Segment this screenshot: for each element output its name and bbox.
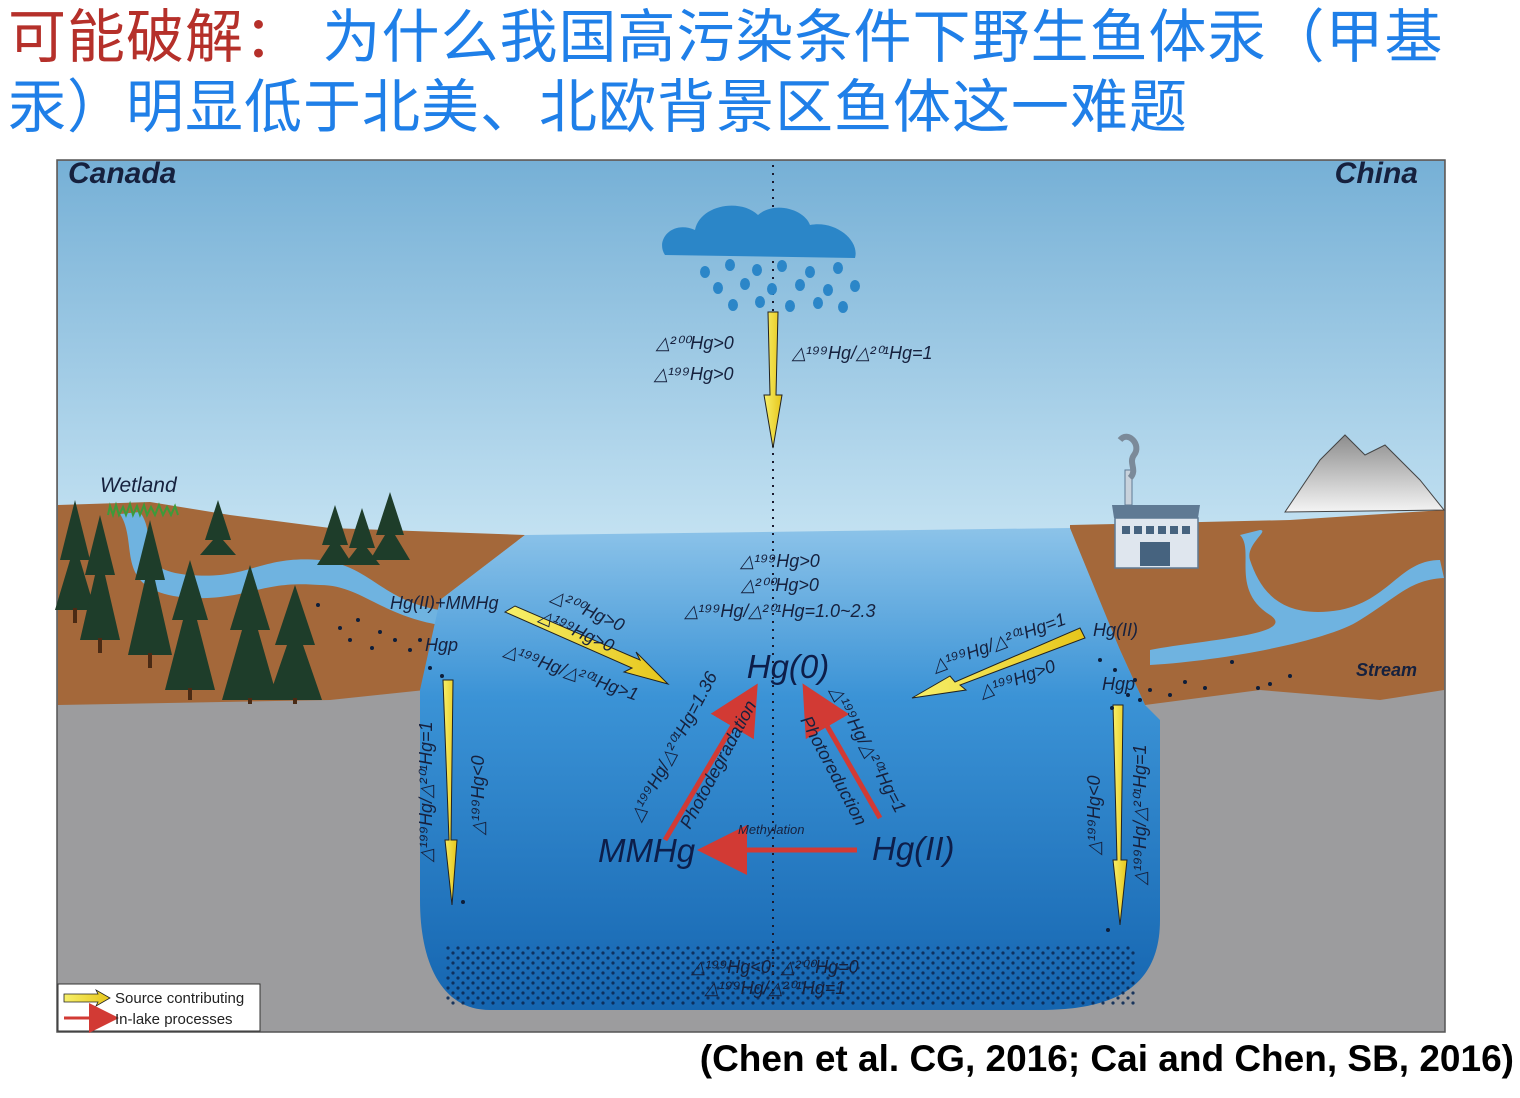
species-hg0: Hg(0) (747, 648, 830, 685)
atm-ratio-label: △¹⁹⁹Hg/△²⁰¹Hg=1 (791, 343, 933, 363)
wetland-grass (107, 500, 179, 519)
right-input-arrow (911, 627, 1086, 699)
legend-source-label: Source contributing (115, 990, 244, 1007)
right-settling-arrow (1112, 704, 1128, 926)
legend: Source contributing In-lake processes (57, 983, 261, 1033)
wetland-label: Wetland (100, 474, 178, 497)
species-mmhg: MMHg (598, 832, 696, 869)
left-particulate-label: Hgp (425, 635, 458, 655)
sediment-line2: △¹⁹⁹Hg/△²⁰¹Hg=1 (704, 978, 846, 998)
left-particulate-ratio-label: △¹⁹⁹Hg/△²⁰¹Hg=1 (416, 721, 436, 863)
water-ratio-label: △¹⁹⁹Hg/△²⁰¹Hg=1.0~2.3 (683, 601, 875, 621)
region-label-china: China (1335, 157, 1418, 190)
title-separator: ： (244, 3, 304, 71)
photoreduction-arrow (802, 683, 883, 820)
left-input-source-label: Hg(II)+MMHg (390, 593, 499, 613)
mountain (1284, 434, 1446, 513)
right-particulate-label: Hgp (1102, 674, 1135, 694)
stream-label: Stream (1356, 660, 1417, 680)
title-question: 为什么我国高污染条件下野生鱼体汞（甲基汞）明显低于北美、北欧背景区鱼体这一难题 (8, 3, 1444, 141)
slide-title: 可能破解： 为什么我国高污染条件下野生鱼体汞（甲基汞）明显低于北美、北欧背景区鱼… (8, 2, 1518, 142)
citation: (Chen et al. CG, 2016; Cai and Chen, SB,… (699, 1038, 1514, 1079)
rain-cloud-icon (662, 205, 860, 313)
water-d200-label: △²⁰⁰Hg>0 (740, 575, 819, 595)
right-particulate-ratio-label: △¹⁹⁹Hg/△²⁰¹Hg=1 (1130, 744, 1150, 886)
title-lead: 可能破解 (8, 3, 245, 71)
species-hg2: Hg(II) (872, 830, 955, 867)
sediment-layer (445, 946, 1135, 1006)
right-particulate-d199-label: △¹⁹⁹Hg<0 (1084, 776, 1104, 856)
atmospheric-deposition-arrow (763, 311, 783, 449)
legend-inlake-label: In-lake processes (115, 1011, 233, 1028)
water-d199-label: △¹⁹⁹Hg>0 (739, 551, 819, 571)
methylation-label: Methylation (738, 822, 804, 837)
forest (55, 492, 410, 704)
particle-dots (316, 603, 1292, 932)
left-settling-arrow (442, 679, 458, 906)
sediment-line1: △¹⁹⁹Hg<0, △²⁰⁰Hg=0 (690, 957, 858, 977)
right-input-source-label: Hg(II) (1093, 620, 1138, 640)
atm-d199-label: △¹⁹⁹Hg>0 (653, 364, 733, 384)
left-input-arrow (503, 605, 670, 685)
atm-d200-label: △²⁰⁰Hg>0 (655, 333, 734, 353)
factory (1112, 433, 1200, 569)
region-label-canada: Canada (68, 157, 176, 190)
right-stream (1150, 530, 1444, 665)
photodegradation-arrow (662, 683, 758, 842)
legend-source-arrow-icon (63, 988, 111, 1008)
left-particulate-d199-label: △¹⁹⁹Hg<0 (468, 756, 488, 836)
